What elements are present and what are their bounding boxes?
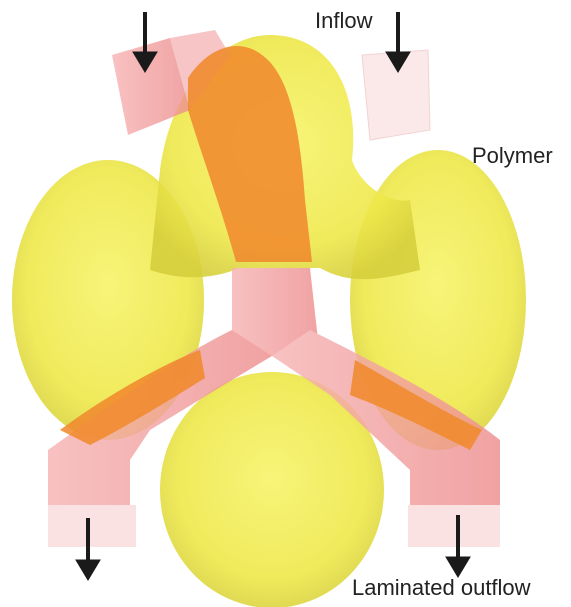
channel-outlet-right (408, 505, 500, 547)
polymer-label: Polymer (472, 143, 553, 169)
inflow-label: Inflow (315, 8, 372, 34)
laminated-outflow-label: Laminated outflow (352, 575, 531, 601)
channel-outlet-left (48, 505, 136, 547)
